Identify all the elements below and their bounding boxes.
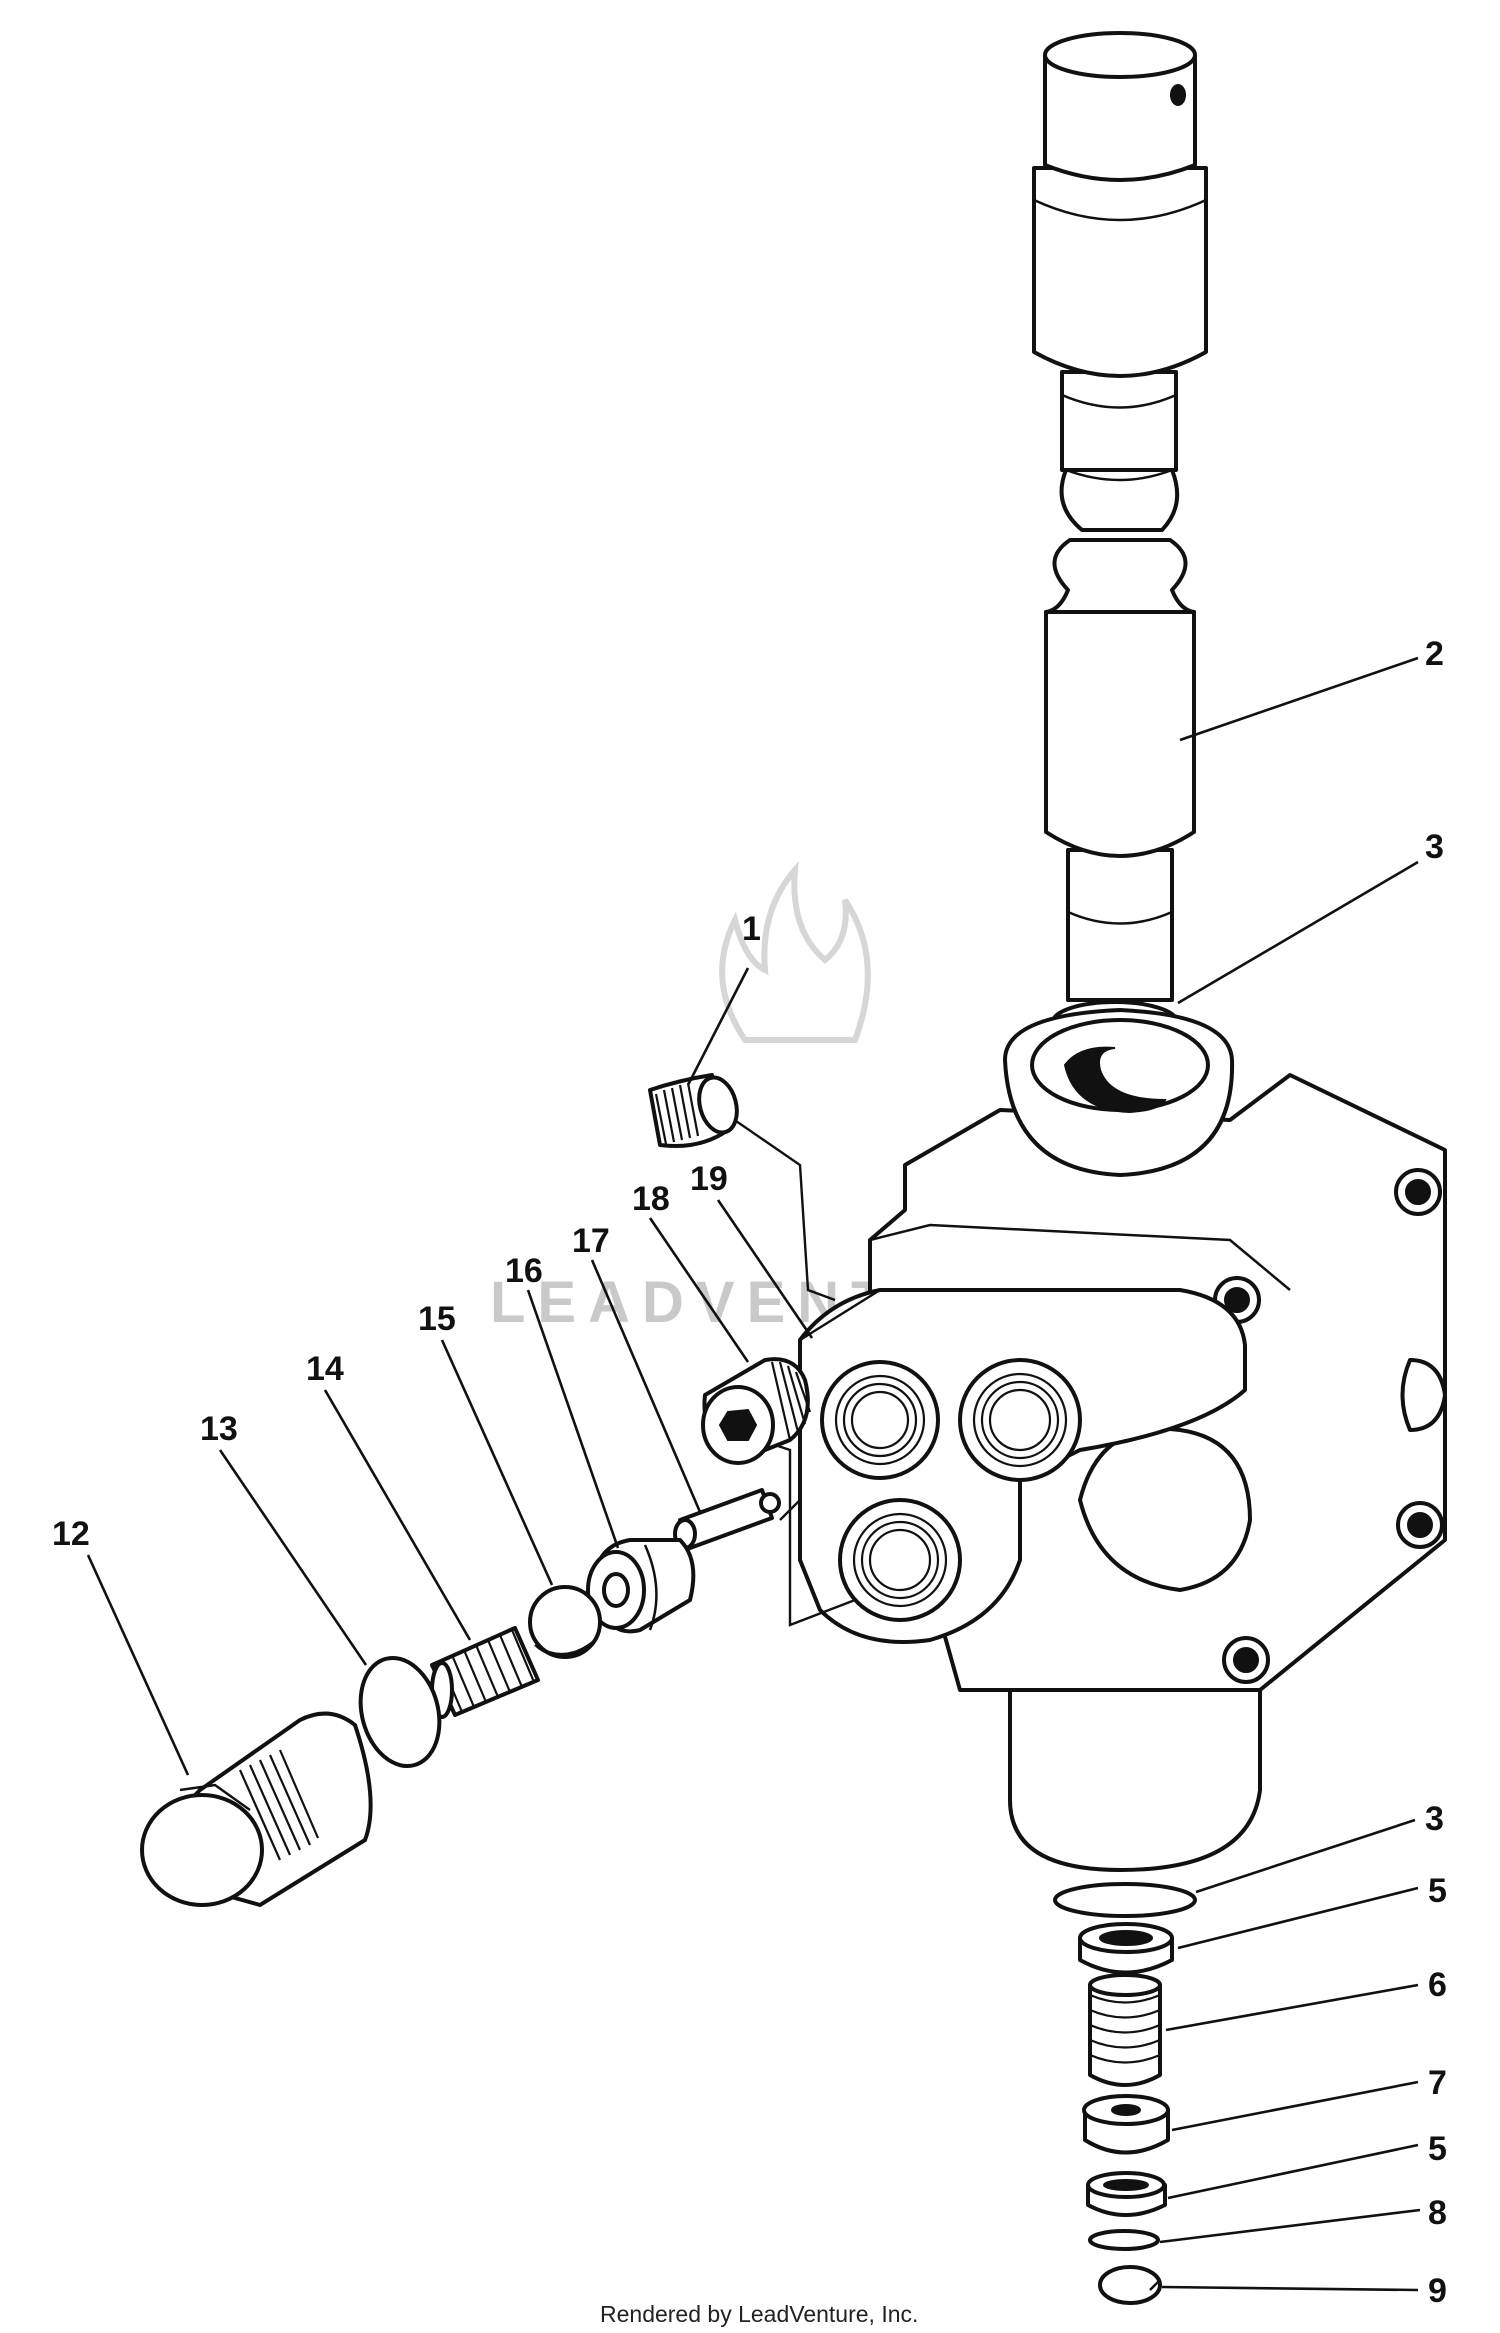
callout-16: 16 <box>505 1252 543 1290</box>
part-14-spring <box>430 1626 540 1719</box>
part-13-oring <box>358 1655 442 1769</box>
part-18-hex-plug <box>701 1357 812 1465</box>
callout-1: 1 <box>742 910 761 948</box>
callout-12: 12 <box>52 1515 90 1553</box>
callout-15: 15 <box>418 1300 456 1338</box>
callout-2: 2 <box>1425 635 1444 673</box>
part-1-plug <box>648 1073 739 1148</box>
part-6-spring <box>1088 1973 1162 2087</box>
callout-14: 14 <box>306 1350 344 1388</box>
callout-5-upper: 5 <box>1428 1872 1447 1910</box>
callout-13: 13 <box>200 1410 238 1448</box>
part-15-ball <box>528 1585 602 1659</box>
callout-8: 8 <box>1428 2194 1447 2232</box>
leader-lines <box>86 656 1421 2292</box>
callout-9: 9 <box>1428 2272 1447 2310</box>
callout-6: 6 <box>1428 1966 1447 2004</box>
part-5-washer-upper <box>1078 1922 1174 1975</box>
part-17-pin <box>673 1488 781 1550</box>
callout-18: 18 <box>632 1180 670 1218</box>
watermark-flame-icon <box>719 861 871 1043</box>
callout-3-lower: 3 <box>1425 1800 1444 1838</box>
part-8-ring <box>1088 2229 1160 2251</box>
assembly-lines <box>719 1109 856 1627</box>
callout-17: 17 <box>572 1222 610 1260</box>
part-5-washer-lower <box>1086 2171 1167 2217</box>
footer-credit: Rendered by LeadVenture, Inc. <box>600 2301 918 2327</box>
part-2-spool <box>1032 31 1208 1002</box>
part-12-plug-cap <box>140 1711 373 1907</box>
callout-labels: 1 2 3 3 5 6 7 5 8 9 12 13 14 15 16 17 18… <box>52 635 1447 2310</box>
callout-7: 7 <box>1428 2064 1447 2102</box>
callout-19: 19 <box>690 1160 728 1198</box>
part-7-spacer <box>1082 2094 1170 2155</box>
part-9-snap-ring <box>1098 2265 1162 2305</box>
valve-body <box>798 1008 1447 1872</box>
callout-3-upper: 3 <box>1425 828 1444 866</box>
part-3-oring-lower <box>1053 1882 1197 1918</box>
callout-5-lower: 5 <box>1428 2130 1447 2168</box>
part-16-poppet <box>586 1538 696 1634</box>
